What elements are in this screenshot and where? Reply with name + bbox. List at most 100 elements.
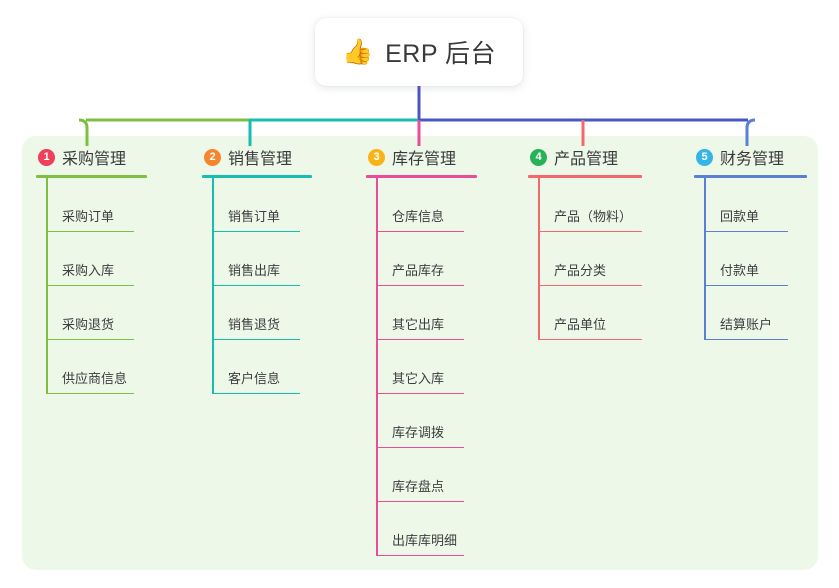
leaf-node-label: 产品库存 [392, 263, 445, 278]
leaf-node-underline [376, 500, 464, 502]
leaf-node-label: 采购入库 [62, 263, 115, 278]
branch-spine-1 [46, 178, 48, 394]
branch-column-5: 5 财务管理回款单付款单结算账户 [694, 144, 807, 340]
branch-children-4: 产品（物料） 产品分类产品单位 [538, 178, 642, 340]
leaf-node-label: 出库库明细 [392, 533, 458, 548]
leaf-node[interactable]: 产品（物料） [538, 178, 642, 232]
leaf-node-underline [704, 230, 788, 232]
leaf-node[interactable]: 回款单 [704, 178, 807, 232]
leaf-node-label: 仓库信息 [392, 209, 445, 224]
branch-children-2: 销售订单销售出库销售退货客户信息 [212, 178, 312, 394]
branch-badge-5: 5 [696, 148, 713, 166]
branch-column-3: 3 库存管理仓库信息产品库存其它出库其它入库库存调拨库存盘点出库库明细 [366, 144, 477, 556]
leaf-node-label: 付款单 [720, 263, 760, 278]
branch-underline-4 [528, 175, 642, 178]
leaf-node[interactable]: 销售出库 [212, 232, 312, 286]
leaf-node-underline [376, 284, 464, 286]
leaf-node[interactable]: 供应商信息 [46, 340, 147, 394]
leaf-node-underline [46, 392, 134, 394]
leaf-node-underline [46, 230, 134, 232]
leaf-node-label: 其它入库 [392, 371, 445, 386]
leaf-node-underline [46, 338, 134, 340]
leaf-node-label: 产品单位 [554, 317, 607, 332]
root-node[interactable]: 👍 ERP 后台 [315, 18, 523, 86]
branch-underline-1 [36, 175, 147, 178]
leaf-node-label: 回款单 [720, 209, 760, 224]
branch-column-1: 1 采购管理采购订单采购入库采购退货供应商信息 [36, 144, 147, 394]
branch-header-1[interactable]: 1 采购管理 [36, 144, 147, 170]
leaf-node-underline [538, 284, 642, 286]
branch-label-3: 库存管理 [392, 151, 457, 168]
leaf-node[interactable]: 销售订单 [212, 178, 312, 232]
leaf-node-underline [212, 338, 300, 340]
branch-badge-3: 3 [368, 148, 385, 166]
leaf-node[interactable]: 出库库明细 [376, 502, 477, 556]
leaf-node-underline [376, 446, 464, 448]
leaf-node-underline [376, 392, 464, 394]
leaf-node-label: 结算账户 [720, 317, 773, 332]
branch-label-1: 采购管理 [62, 151, 127, 168]
leaf-node-label: 供应商信息 [62, 371, 128, 386]
leaf-node-underline [538, 230, 642, 232]
leaf-node-label: 产品分类 [554, 263, 607, 278]
branch-column-4: 4 产品管理产品（物料） 产品分类产品单位 [528, 144, 642, 340]
leaf-node-label: 采购退货 [62, 317, 115, 332]
branch-badge-4: 4 [530, 148, 547, 166]
leaf-node-underline [212, 284, 300, 286]
leaf-node-underline [376, 554, 464, 556]
leaf-node-underline [538, 338, 642, 340]
leaf-node-underline [212, 230, 300, 232]
branch-header-5[interactable]: 5 财务管理 [694, 144, 807, 170]
leaf-node[interactable]: 库存调拨 [376, 394, 477, 448]
leaf-node-underline [376, 230, 464, 232]
leaf-node-underline [46, 284, 134, 286]
leaf-node[interactable]: 仓库信息 [376, 178, 477, 232]
leaf-node[interactable]: 采购入库 [46, 232, 147, 286]
branch-spine-4 [538, 178, 540, 340]
leaf-node-label: 其它出库 [392, 317, 445, 332]
branch-underline-5 [694, 175, 807, 178]
branch-spine-2 [212, 178, 214, 394]
branch-header-3[interactable]: 3 库存管理 [366, 144, 477, 170]
leaf-node[interactable]: 销售退货 [212, 286, 312, 340]
leaf-node-label: 客户信息 [228, 371, 281, 386]
branch-underline-3 [366, 175, 477, 178]
leaf-node[interactable]: 产品库存 [376, 232, 477, 286]
branch-label-4: 产品管理 [554, 151, 619, 168]
branch-spine-5 [704, 178, 706, 340]
leaf-node-label: 库存盘点 [392, 479, 445, 494]
leaf-node-underline [376, 338, 464, 340]
diagram-background-panel [22, 136, 818, 570]
leaf-node[interactable]: 产品分类 [538, 232, 642, 286]
leaf-node[interactable]: 采购订单 [46, 178, 147, 232]
branch-header-4[interactable]: 4 产品管理 [528, 144, 642, 170]
leaf-node[interactable]: 其它入库 [376, 340, 477, 394]
thumbs-up-icon: 👍 [341, 37, 374, 66]
leaf-node[interactable]: 结算账户 [704, 286, 807, 340]
branch-underline-2 [202, 175, 312, 178]
leaf-node[interactable]: 采购退货 [46, 286, 147, 340]
leaf-node-label: 采购订单 [62, 209, 115, 224]
leaf-node[interactable]: 库存盘点 [376, 448, 477, 502]
branch-badge-1: 1 [38, 148, 55, 166]
leaf-node-label: 销售出库 [228, 263, 281, 278]
branch-children-1: 采购订单采购入库采购退货供应商信息 [46, 178, 147, 394]
branch-label-5: 财务管理 [720, 151, 785, 168]
leaf-node-label: 产品（物料） [554, 209, 633, 224]
branch-label-2: 销售管理 [228, 151, 293, 168]
leaf-node-underline [704, 338, 788, 340]
leaf-node[interactable]: 付款单 [704, 232, 807, 286]
branch-spine-3 [376, 178, 378, 556]
leaf-node[interactable]: 产品单位 [538, 286, 642, 340]
leaf-node[interactable]: 客户信息 [212, 340, 312, 394]
leaf-node[interactable]: 其它出库 [376, 286, 477, 340]
branch-children-3: 仓库信息产品库存其它出库其它入库库存调拨库存盘点出库库明细 [376, 178, 477, 556]
leaf-node-underline [212, 392, 300, 394]
leaf-node-label: 销售退货 [228, 317, 281, 332]
root-node-label: ERP 后台 [385, 40, 497, 68]
leaf-node-label: 销售订单 [228, 209, 281, 224]
leaf-node-label: 库存调拨 [392, 425, 445, 440]
